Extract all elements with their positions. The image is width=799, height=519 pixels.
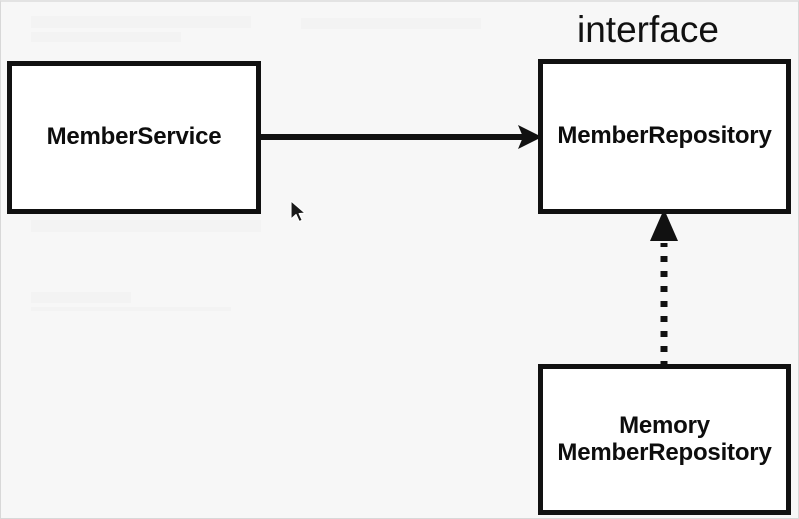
class-box-member-repository[interactable]: MemberRepository xyxy=(538,59,791,214)
background-artifact xyxy=(31,32,181,42)
class-box-member-service[interactable]: MemberService xyxy=(7,61,261,214)
class-box-memory-member-repository-label: Memory MemberRepository xyxy=(557,411,772,466)
background-artifact xyxy=(301,18,481,29)
background-artifact xyxy=(31,220,261,232)
background-artifact xyxy=(31,292,131,303)
realization-arrow-memory-member-repository-to-member-repository xyxy=(650,209,678,367)
background-artifact xyxy=(31,307,231,311)
class-box-member-repository-label: MemberRepository xyxy=(557,122,772,150)
mouse-cursor-icon xyxy=(290,200,306,223)
dependency-arrow-member-service-to-member-repository xyxy=(257,125,542,149)
class-box-member-service-label: MemberService xyxy=(46,123,222,151)
class-box-memory-member-repository[interactable]: Memory MemberRepository xyxy=(538,364,791,515)
stereotype-label-interface: interface xyxy=(577,9,719,50)
background-artifact xyxy=(31,16,251,28)
